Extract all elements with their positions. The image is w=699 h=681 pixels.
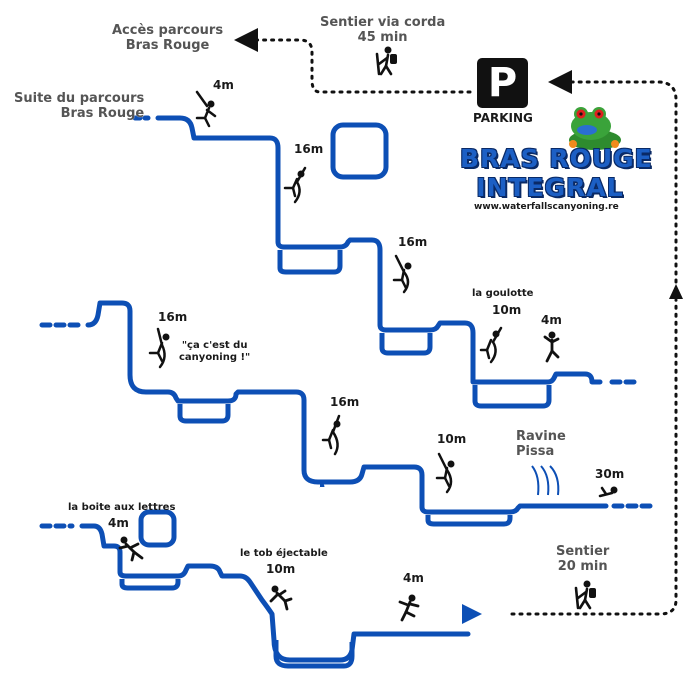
rappel-icon-16m-a: [283, 166, 307, 204]
pools-row-2: [177, 404, 513, 527]
trails: [234, 28, 678, 616]
rappel-icon-10m-goulotte: [479, 326, 503, 364]
trail-to-acces: [234, 28, 472, 94]
rappel-label-16m-b: 16m: [398, 235, 428, 249]
river-section-1: [132, 115, 643, 385]
hiker-icons: [375, 46, 596, 610]
hiker-icon-via-corda: [375, 46, 397, 76]
rappel-label-4m: 4m: [213, 78, 234, 92]
boite-height-label: 4m: [108, 516, 129, 530]
swimmer-icon: [598, 486, 618, 498]
rappel-icon-4m: [195, 90, 217, 128]
rappel-label-10m: 10m: [437, 432, 467, 446]
jump-label-4m: 4m: [541, 313, 562, 327]
river-section-3: [39, 523, 471, 663]
rappel-icon-16m-d: [321, 414, 341, 456]
jump-icon-tob: [269, 585, 293, 611]
parking-label: PARKING: [473, 111, 533, 125]
title-line-2: INTEGRAL: [476, 172, 624, 202]
swim-label-30m: 30m: [595, 467, 625, 481]
title-line-1: BRAS ROUGE: [460, 144, 653, 173]
trail-sentier: [510, 298, 678, 616]
final-jump-label: 4m: [403, 571, 424, 585]
rappel-icon-16m-c: [148, 327, 170, 369]
rappel-label-16m-c: 16m: [158, 310, 188, 324]
jump-icon-4m: [543, 331, 560, 363]
trail-from-parking: [548, 70, 678, 292]
pools-row-3: [119, 509, 355, 669]
hiker-icon-sentier: [574, 580, 596, 610]
rappel-icon-16m-b: [392, 254, 412, 294]
website-label: www.waterfallscanyoning.re: [474, 202, 619, 212]
boite-aux-lettres-label: la boite aux lettres: [68, 502, 176, 513]
rappel-icon-10m: [435, 452, 455, 494]
rappel-label-16m-a: 16m: [294, 142, 324, 156]
tob-height-label: 10m: [266, 562, 296, 576]
goulotte-height-label: 10m: [492, 303, 522, 317]
parking-sign: P: [477, 58, 528, 108]
river-section-2: [39, 300, 653, 515]
tob-ejectable-label: le tob éjectable: [240, 548, 328, 559]
jump-icon-final-4m: [398, 594, 420, 622]
slide-icon-boite: [118, 536, 144, 562]
ravine-pissa-falls: [531, 465, 560, 496]
pools-row-1: [277, 122, 552, 409]
goulotte-label: la goulotte: [472, 288, 534, 299]
brand-title: BRAS ROUGE INTEGRAL: [460, 144, 653, 203]
river-end-arrow: [462, 604, 482, 624]
rappel-icons: [148, 90, 503, 494]
frog-logo: [569, 107, 621, 150]
trail-arrow-up: [669, 284, 683, 299]
jump-icons: [118, 331, 560, 622]
rappel-label-16m-d: 16m: [330, 395, 360, 409]
